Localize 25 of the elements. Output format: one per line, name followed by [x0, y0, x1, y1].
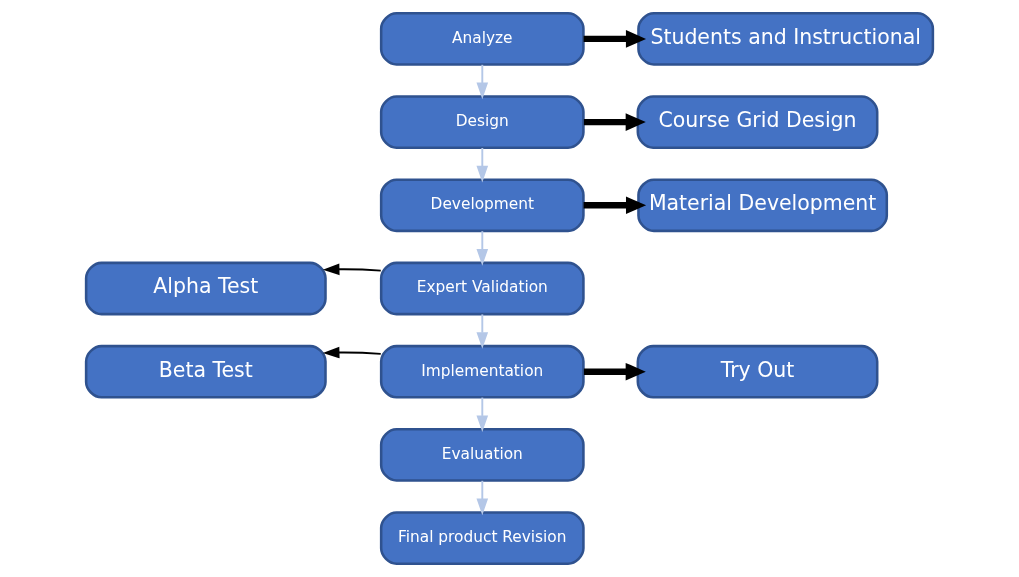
node-box: Evaluation — [379, 428, 585, 482]
node-box: Students and Instructional — [637, 12, 935, 66]
node-box: Course Grid Design — [636, 95, 879, 149]
arrow — [583, 30, 647, 48]
arrow — [476, 230, 489, 266]
node-box: Final product Revision — [379, 511, 585, 565]
arrow — [476, 479, 489, 516]
node-box: Try Out — [636, 344, 879, 399]
arrow — [322, 263, 382, 276]
arrow — [476, 147, 489, 183]
node-box: Beta Test — [84, 344, 327, 399]
arrow — [583, 196, 647, 215]
node-box: Implementation — [379, 344, 585, 399]
arrow — [476, 396, 489, 433]
node-box: Development — [379, 178, 585, 233]
arrow — [583, 362, 646, 381]
arrow — [322, 346, 382, 359]
arrow — [476, 313, 489, 349]
node-box: Material Development — [637, 178, 889, 233]
node-box: Alpha Test — [84, 261, 327, 316]
node-box: Design — [379, 95, 585, 149]
node-box: Expert Validation — [379, 261, 585, 316]
arrow — [583, 113, 646, 131]
node-box: Analyze — [379, 12, 585, 66]
arrow — [476, 63, 489, 100]
